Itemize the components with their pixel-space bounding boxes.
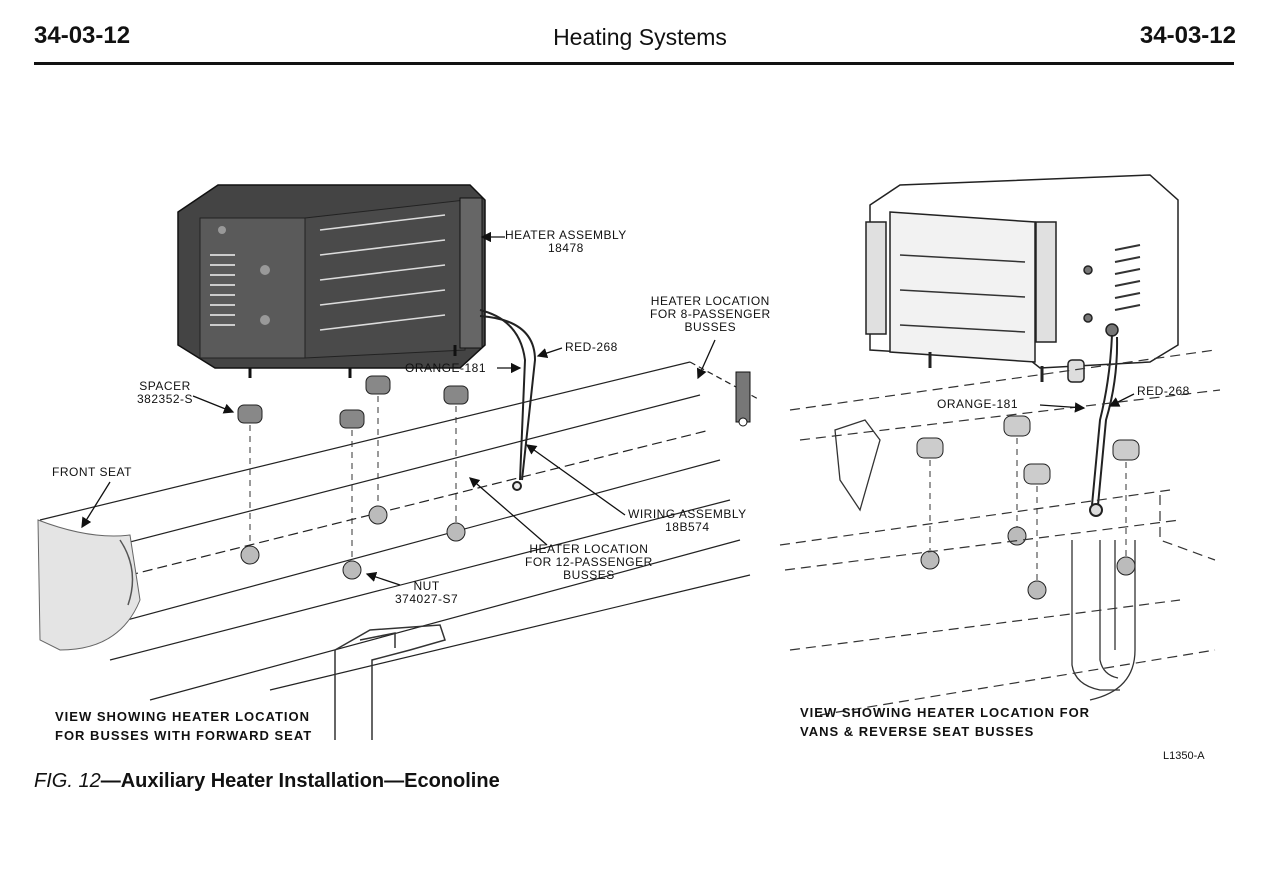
nut-label: NUT 374027-S7 [395, 580, 458, 606]
right-seat-brackets [834, 419, 1136, 701]
right-orange-wire-label: ORANGE-181 [937, 397, 1019, 411]
right-leaders [1039, 393, 1135, 413]
nut-name: NUT [413, 579, 440, 593]
heater-location-12-label: HEATER LOCATION FOR 12-PASSENGER BUSSES [525, 543, 653, 582]
right-red-wire-label: RED-268 [1137, 384, 1190, 398]
figure-description: Auxiliary Heater Installation—Econoline [120, 770, 500, 792]
left-view-caption-line2: FOR BUSSES WITH FORWARD SEAT [55, 728, 313, 743]
right-view-caption: VIEW SHOWING HEATER LOCATION FOR VANS & … [800, 703, 1090, 741]
left-stud-guides [249, 396, 457, 565]
left-heater-assembly [177, 184, 486, 378]
right-wiring [1089, 334, 1119, 517]
page-number-left: 34-03-12 [34, 22, 131, 49]
page-number-right: 34-03-12 [1139, 22, 1236, 49]
caption-dash: — [100, 770, 121, 792]
heater-location-8-line1: HEATER LOCATION [650, 294, 770, 308]
wiring-assembly-label: WIRING ASSEMBLY 18B574 [628, 508, 747, 534]
right-view-caption-line1: VIEW SHOWING HEATER LOCATION FOR [800, 705, 1091, 720]
heater-assembly-name: HEATER ASSEMBLY [505, 228, 627, 242]
left-view-caption: VIEW SHOWING HEATER LOCATION FOR BUSSES … [55, 707, 312, 745]
spacer-name: SPACER [139, 379, 191, 393]
left-leaders [81, 231, 716, 586]
wiring-assembly-part: 18B574 [665, 520, 710, 534]
left-orange-wire-label: ORANGE-181 [405, 361, 487, 375]
left-floor-rails [39, 361, 761, 701]
figure-label: FIG. 12 [34, 770, 101, 792]
spacer-part: 382352-S [137, 392, 194, 406]
right-stud-guides [929, 438, 1127, 580]
front-seat-label: FRONT SEAT [52, 465, 132, 479]
figure-code: L1350-A [1163, 750, 1205, 762]
left-wiring-assembly [479, 309, 537, 491]
left-spacers [237, 375, 469, 429]
heater-assembly-label: HEATER ASSEMBLY 18478 [505, 229, 627, 255]
spacer-label: SPACER 382352-S [137, 380, 193, 406]
left-clamp [735, 371, 751, 427]
wiring-assembly-name: WIRING ASSEMBLY [628, 507, 747, 521]
heater-location-12-line3: BUSSES [563, 568, 615, 582]
heater-location-8-line3: BUSSES [684, 320, 737, 334]
heater-assembly-part: 18478 [547, 241, 584, 255]
left-bracket [334, 624, 446, 740]
right-heater-assembly [865, 174, 1179, 383]
header-rule [34, 62, 1234, 65]
heater-location-12-line1: HEATER LOCATION [529, 542, 649, 556]
left-nuts [240, 505, 466, 580]
left-view-caption-line1: VIEW SHOWING HEATER LOCATION [55, 709, 311, 724]
heater-location-8-label: HEATER LOCATION FOR 8-PASSENGER BUSSES [650, 295, 771, 334]
heater-location-12-line2: FOR 12-PASSENGER [525, 555, 653, 569]
right-view-caption-line2: VANS & REVERSE SEAT BUSSES [800, 724, 1035, 739]
nut-part: 374027-S7 [395, 592, 459, 606]
section-title: Heating Systems [553, 24, 727, 50]
left-red-wire-label: RED-268 [565, 340, 618, 354]
right-spacers [916, 415, 1140, 485]
right-nuts [920, 526, 1136, 600]
figure-caption: FIG. 12—Auxiliary Heater Installation—Ec… [34, 770, 500, 793]
heater-location-8-line2: FOR 8-PASSENGER [650, 307, 771, 321]
front-seat-shape [37, 519, 141, 651]
